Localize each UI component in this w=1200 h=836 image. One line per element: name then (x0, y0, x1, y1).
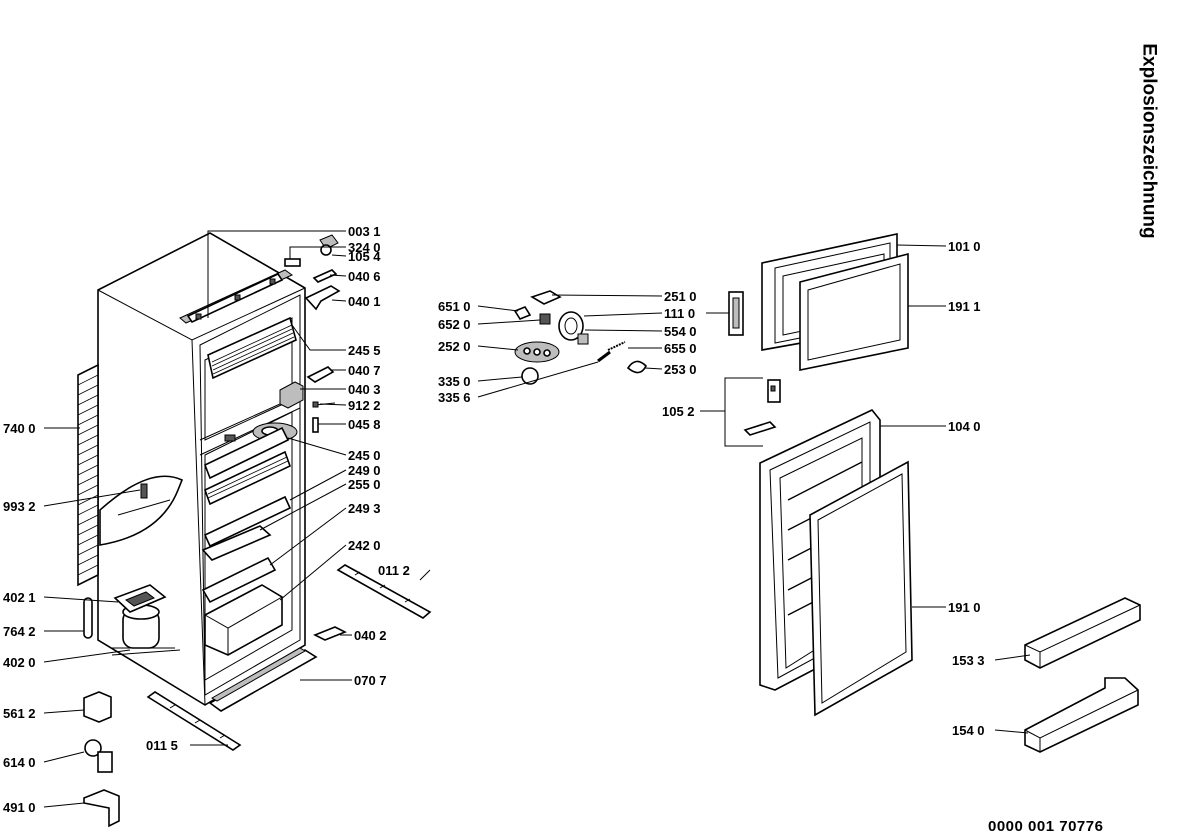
label-255-0: 255 0 (348, 477, 381, 492)
crisper-drawer (204, 584, 283, 656)
label-993-2: 993 2 (3, 499, 36, 514)
label-040-7: 040 7 (348, 363, 381, 378)
label-249-0: 249 0 (348, 463, 381, 478)
label-191-0: 191 0 (948, 600, 981, 615)
label-324-0: 324 0 (348, 240, 381, 255)
label-040-3: 040 3 (348, 382, 381, 397)
document-number: 0000 001 70776 (988, 818, 1104, 835)
fridge-door (759, 409, 913, 717)
label-402-0: 402 0 (3, 655, 36, 670)
label-912-2: 912 2 (348, 398, 381, 413)
label-335-6: 335 6 (438, 390, 471, 405)
label-554-0: 554 0 (664, 324, 697, 339)
label-104-0: 104 0 (948, 419, 981, 434)
label-740-0: 740 0 (3, 421, 36, 436)
compressor (111, 584, 181, 656)
door-shelf-upper (1024, 597, 1141, 669)
label-101-0: 101 0 (948, 239, 981, 254)
label-245-0: 245 0 (348, 448, 381, 463)
label-045-8: 045 8 (348, 417, 381, 432)
leader-lines (43, 230, 1031, 808)
label-154-0: 154 0 (952, 723, 985, 738)
label-011-5: 011 5 (146, 738, 178, 753)
label-335-0: 335 0 (438, 374, 471, 389)
label-651-0: 651 0 (438, 299, 471, 314)
label-491-0: 491 0 (3, 800, 36, 815)
fridge-shelves (201, 426, 292, 604)
label-111-0: 111 0 (664, 306, 695, 321)
door-hinge-parts (743, 379, 781, 436)
door-shelf-lower (1024, 677, 1139, 753)
label-764-2: 764 2 (3, 624, 36, 639)
label-040-1: 040 1 (348, 294, 381, 309)
freezer-shelf (207, 316, 297, 380)
label-652-0: 652 0 (438, 317, 471, 332)
label-252-0: 252 0 (438, 339, 471, 354)
condenser (77, 363, 99, 587)
label-245-5: 245 5 (348, 343, 381, 358)
label-561-2: 561 2 (3, 706, 36, 721)
label-153-3: 153 3 (952, 653, 985, 668)
label-011-2: 011 2 (378, 563, 410, 578)
label-040-6: 040 6 (348, 269, 381, 284)
label-070-7: 070 7 (354, 673, 387, 688)
freezer-door (728, 233, 909, 371)
label-105-2: 105 2 (662, 404, 695, 419)
label-251-0: 251 0 (664, 289, 697, 304)
label-003-1: 003 1 (348, 224, 381, 239)
rails (146, 564, 432, 751)
part-labels: 003 1 324 0 105 4 040 6 040 1 245 5 040 … (3, 224, 985, 815)
label-105-4: 105 4 (348, 249, 381, 264)
label-242-0: 242 0 (348, 538, 381, 553)
loose-parts (83, 597, 120, 828)
label-253-0: 253 0 (664, 362, 697, 377)
label-655-0: 655 0 (664, 341, 697, 356)
label-249-3: 249 3 (348, 501, 381, 516)
label-402-1: 402 1 (3, 590, 36, 605)
label-191-1: 191 1 (948, 299, 981, 314)
thermostat-parts (513, 290, 647, 385)
label-040-2: 040 2 (354, 628, 387, 643)
label-614-0: 614 0 (3, 755, 36, 770)
